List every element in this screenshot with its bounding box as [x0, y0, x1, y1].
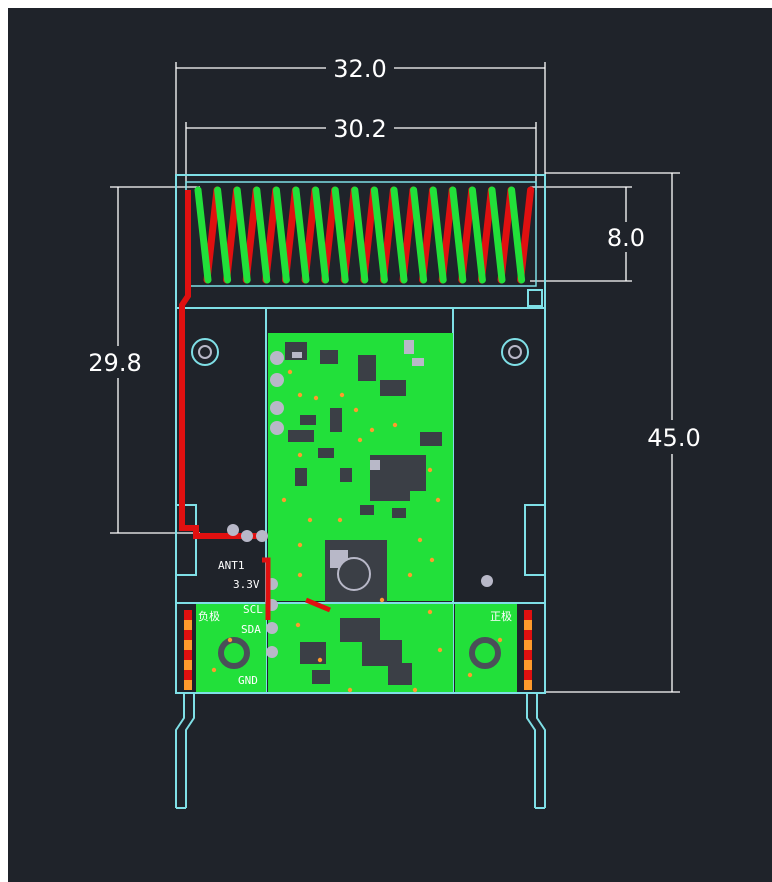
via-dot: [467, 672, 473, 678]
via-dot: [369, 427, 375, 433]
dimension-antenna-offset: 29.8: [88, 349, 141, 377]
coil-front-turn: [449, 186, 467, 284]
via-dot: [427, 609, 433, 615]
via-dot: [297, 392, 303, 398]
via-dot: [353, 407, 359, 413]
edge-pin-stripe: [184, 630, 192, 640]
coil-front-turn: [331, 186, 349, 284]
coil-front-turn: [253, 186, 271, 284]
edge-pin-stripe: [524, 660, 532, 670]
via-dot: [227, 637, 233, 643]
edge-pin-stripe: [184, 620, 192, 630]
via-dot: [313, 395, 319, 401]
via-dot: [307, 517, 313, 523]
silk-scl: SCL: [243, 603, 263, 616]
dimension-overall-width: 32.0: [333, 55, 386, 83]
coil-front-turn: [312, 186, 330, 284]
dimension-label-bg: [78, 54, 708, 454]
via-dot: [339, 392, 345, 398]
edge-pin-stripe: [524, 670, 532, 680]
via-dot: [407, 572, 413, 578]
via-dot: [211, 667, 217, 673]
dimension-overall-height: 45.0: [647, 424, 700, 452]
via-dot: [347, 687, 353, 693]
antenna-coil: [179, 181, 537, 539]
via-dot: [281, 497, 287, 503]
edge-pin-stripe: [184, 610, 192, 620]
coil-front-turn: [410, 186, 428, 284]
coil-front-turn: [370, 186, 388, 284]
coil-front-turn: [233, 186, 251, 284]
edge-pin-stripe: [184, 670, 192, 680]
edge-pin-stripe: [524, 650, 532, 660]
coil-front-turn: [390, 186, 408, 284]
component-legs: [175, 693, 546, 809]
via-dot: [412, 687, 418, 693]
antenna-feed-trace: [179, 190, 262, 539]
module-board: [184, 333, 532, 693]
dimension-antenna-width: 30.2: [333, 115, 386, 143]
edge-pin-stripe: [184, 640, 192, 650]
silk-positive: 正极: [490, 609, 512, 623]
via-dot: [297, 572, 303, 578]
via-dot: [417, 537, 423, 543]
coil-front-turn: [488, 186, 506, 284]
via-dot: [295, 622, 301, 628]
via-dot: [297, 452, 303, 458]
via-dot: [357, 437, 363, 443]
coil-front-turn: [214, 186, 232, 284]
via-dot: [435, 497, 441, 503]
dimension-antenna-height: 8.0: [607, 224, 645, 252]
edge-pin-stripe: [184, 650, 192, 660]
via-dot: [337, 517, 343, 523]
coil-front-turn: [194, 186, 212, 284]
coil-front-turn: [292, 186, 310, 284]
via-dot: [317, 657, 323, 663]
silk-ant1: ANT1: [218, 559, 245, 572]
via-dot: [287, 369, 293, 375]
via-dot: [379, 597, 385, 603]
silk-3v3: 3.3V: [233, 578, 260, 591]
edge-pin-stripe: [184, 680, 192, 690]
silk-negative: 负极: [198, 609, 220, 623]
silk-sda: SDA: [241, 623, 261, 636]
edge-pin-stripe: [524, 630, 532, 640]
via-dot: [429, 557, 435, 563]
via-dot: [392, 422, 398, 428]
coil-front-turn: [351, 186, 369, 284]
coil-front-turn: [468, 186, 486, 284]
via-dot: [437, 647, 443, 653]
edge-pin-stripe: [524, 610, 532, 620]
coil-front-turn: [508, 186, 526, 284]
mounting-holes: [191, 338, 529, 587]
via-dot: [297, 542, 303, 548]
silk-gnd: GND: [238, 674, 258, 687]
coil-front-turn: [429, 186, 447, 284]
via-dot: [427, 467, 433, 473]
via-dot: [497, 637, 503, 643]
edge-pin-stripe: [524, 640, 532, 650]
edge-pin-stripe: [524, 680, 532, 690]
coil-front-turn: [272, 186, 290, 284]
edge-pin-stripe: [524, 620, 532, 630]
edge-pin-stripe: [184, 660, 192, 670]
